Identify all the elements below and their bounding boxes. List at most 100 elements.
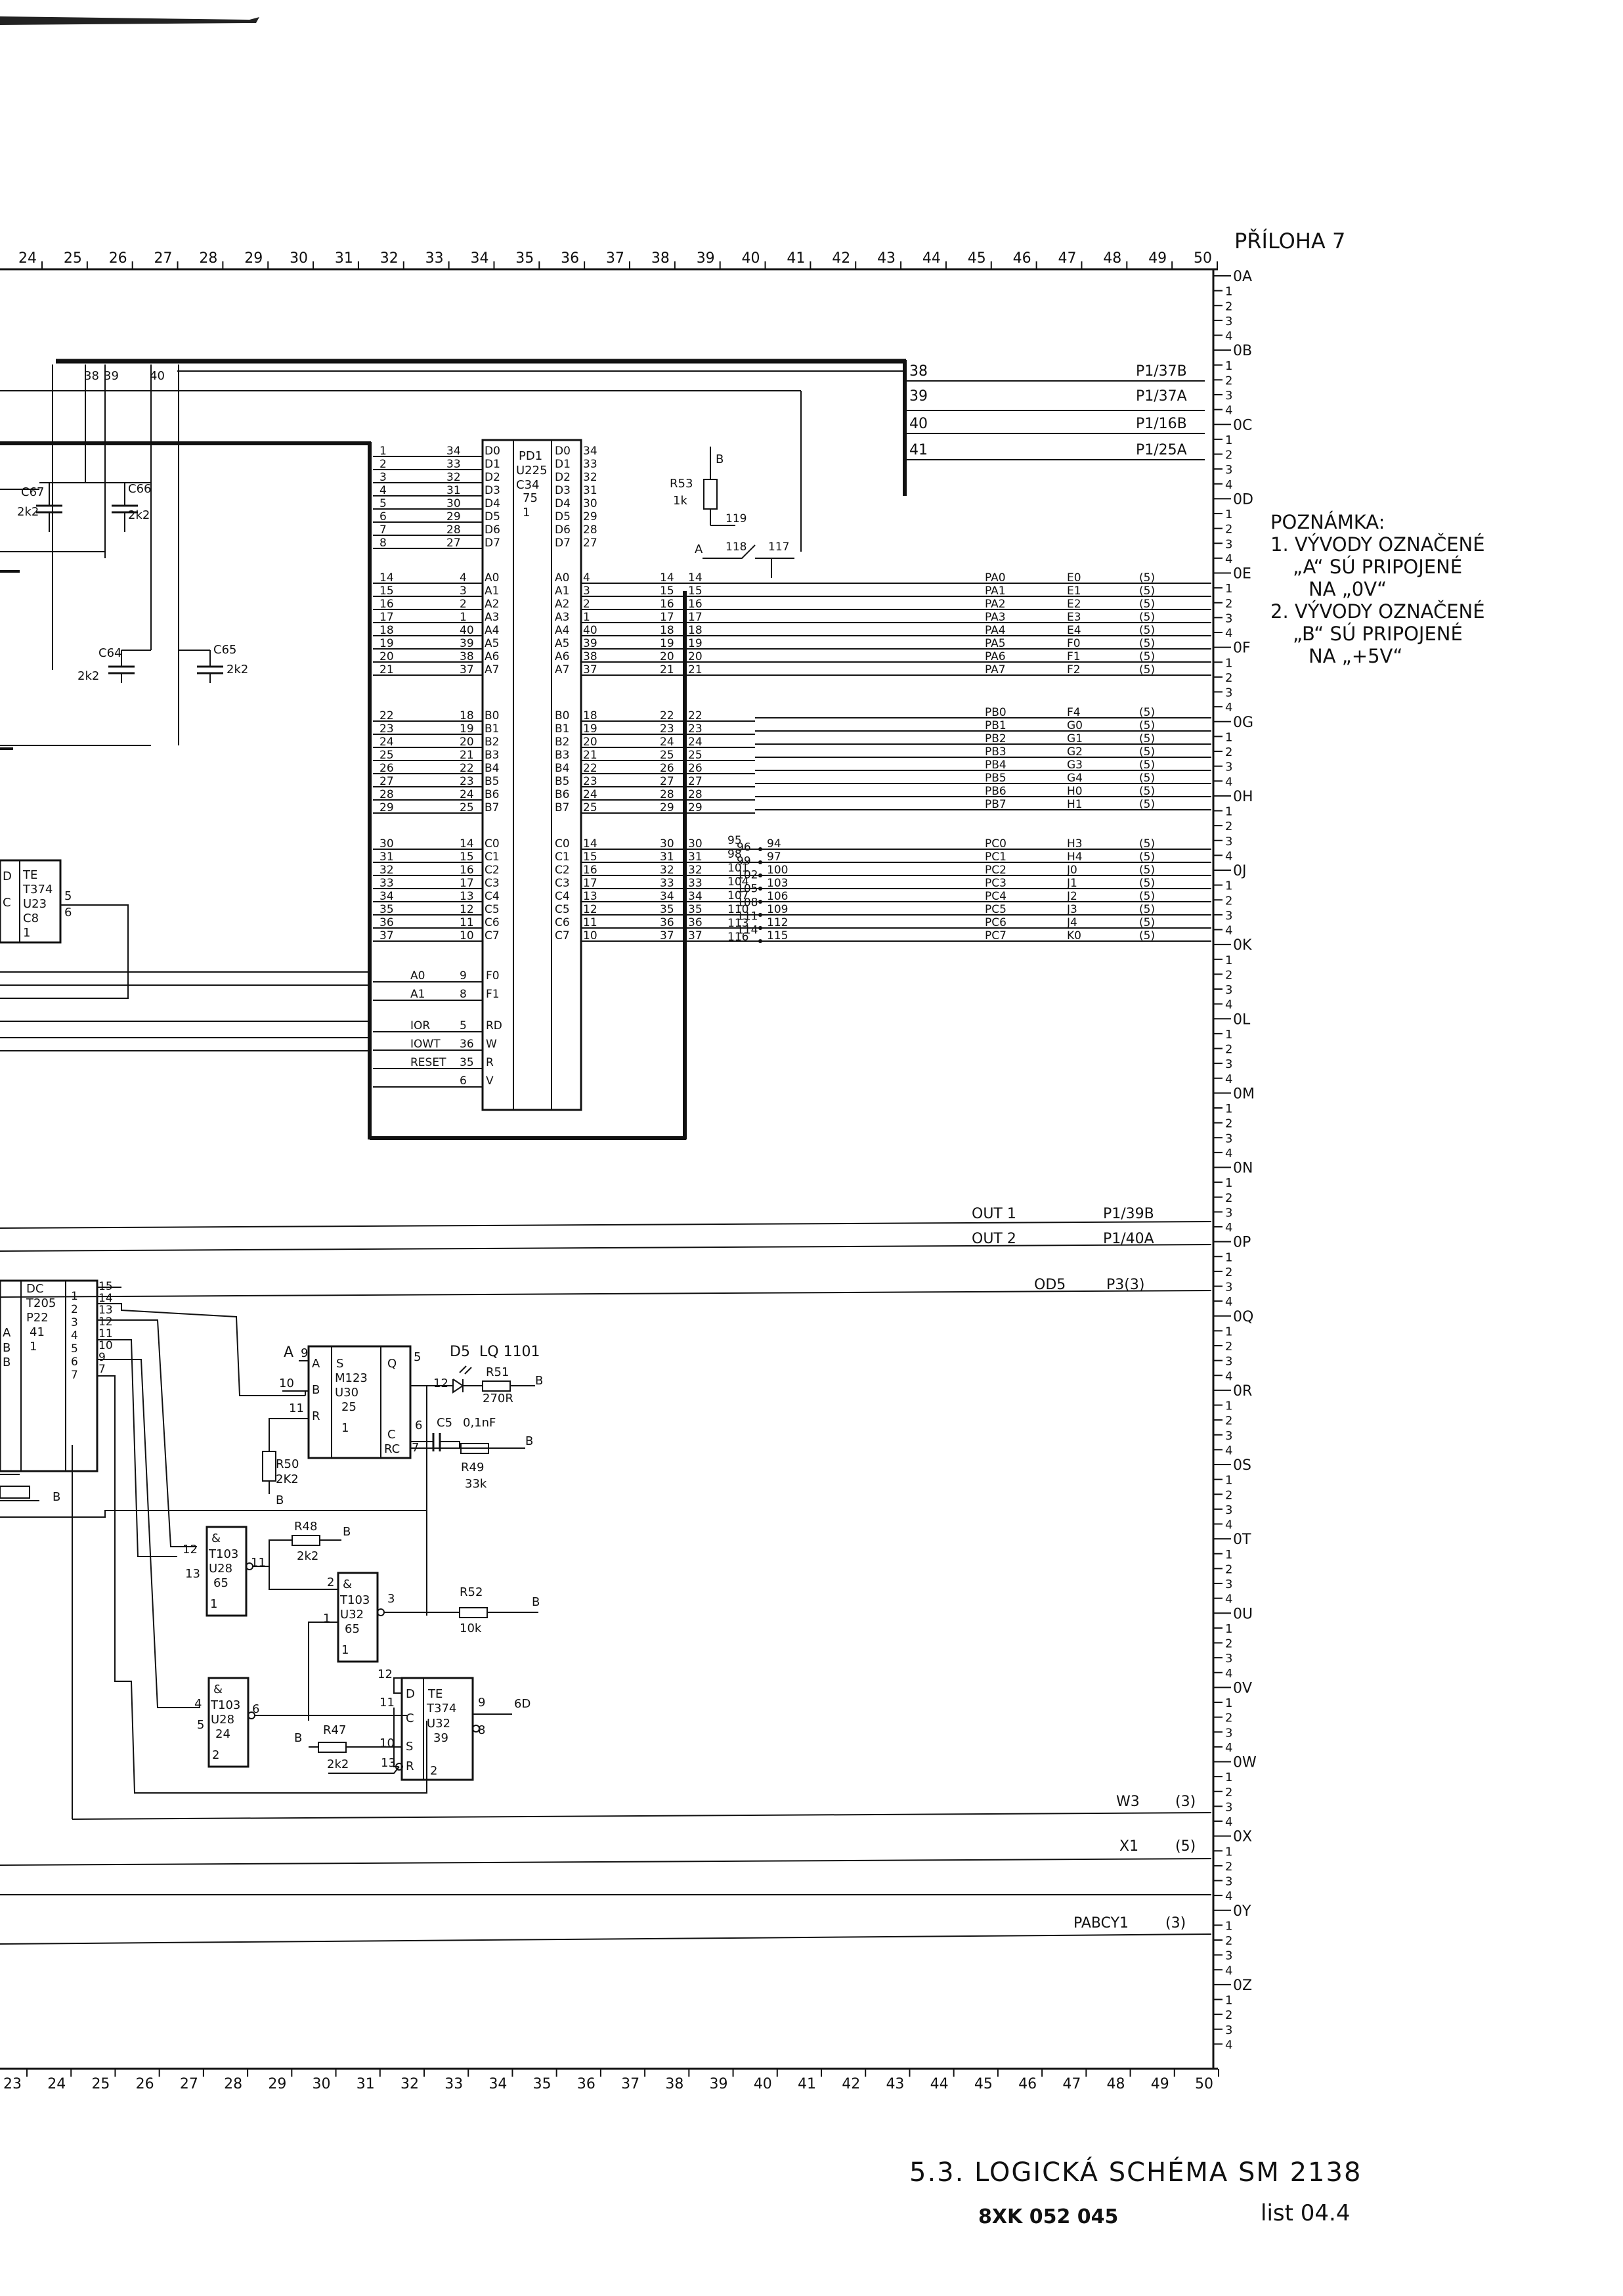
bottom-ruler-number: 36 [577,2076,595,2092]
ppi-ctrl-signal: A0 [410,969,425,982]
left-te-pin2: 6 [64,906,72,919]
cap-value: 2k2 [128,508,150,522]
r48-b: B [343,1525,351,1539]
signal-labels: W3 (3) X1 (5) PABCY1 (3) [1073,1794,1196,1932]
ppi-b-pin: B6 [485,788,499,801]
ppi-c-pin-number: 11 [460,916,474,929]
r47-value: 2k2 [327,1757,349,1771]
port-b-mid: 25 [660,749,674,762]
top-ruler-number: 29 [244,250,263,267]
port-connector: J3 [1066,903,1077,916]
right-ruler-sub: 1 [1225,730,1232,744]
right-ruler-sub: 3 [1225,686,1232,700]
right-ruler-sub: 3 [1225,315,1232,328]
port-b-mid: 22 [660,709,674,722]
ppi-b-pin-number: 25 [460,801,474,814]
dc-out-pin: 7 [98,1363,106,1376]
right-ruler-sub: 2 [1225,894,1232,908]
r53-resistor [703,447,794,578]
port-b-right: 22 [688,709,703,722]
bottom-ruler-number: 38 [665,2076,683,2092]
right-ruler-sub: 3 [1225,463,1232,477]
port-name: PB3 [985,745,1006,759]
port-connector: F0 [1067,637,1081,650]
dc-in-pin: 5 [71,1342,78,1356]
right-ruler-sub: 2 [1225,374,1232,387]
ppi-c-out-pin: C7 [555,929,570,942]
c-jumper2-number: 97 [767,850,781,864]
c-jumper-number: 105 [737,883,758,896]
cap-ref: C66 [128,482,151,496]
ppi-c-out-pin: C3 [555,877,570,890]
r53-j3: 117 [768,541,789,554]
ppi-d-out-pin: D0 [555,445,571,458]
bottom-ruler-number: 45 [974,2076,993,2092]
ppi-a-pin-number: 39 [460,637,474,650]
ppi-d-pin: D3 [485,484,500,497]
ppi-d-pin-number: 27 [446,537,461,550]
right-ruler-sub: 2 [1225,299,1232,313]
nand2-sym: & [343,1578,352,1591]
ppi-a-pin: A0 [485,571,499,585]
top-ruler-number: 25 [64,250,82,267]
ppi-c-out-number: 17 [583,877,597,890]
ppi-c-pin-number: 17 [460,877,474,890]
right-ruler-sub: 1 [1225,1176,1232,1190]
nand1-p1: 12 [183,1543,198,1556]
port-c-mid: 36 [660,916,674,929]
ppi-c-left-number: 35 [379,903,394,916]
ppi-d-pin-number: 29 [446,510,461,523]
ppi-a-pin: A3 [485,611,499,624]
bottom-ruler-number: 48 [1107,2076,1125,2092]
right-ruler-section: 0B [1233,343,1252,359]
port-a-mid: 19 [660,637,674,650]
right-ruler-sub: 2 [1225,1414,1232,1428]
dc-out-pin: 13 [98,1304,113,1317]
top-ruler-number: 35 [515,250,534,267]
port-connector: K0 [1067,929,1081,942]
c-jumper-number: 107 [727,889,748,902]
led-value: LQ 1101 [479,1344,540,1360]
c-jumper2-number: 106 [767,890,788,903]
port-connector: E0 [1067,571,1081,585]
right-ruler-sub: 4 [1225,330,1232,343]
port-name: PC6 [985,916,1006,929]
port-connector: G4 [1067,772,1083,785]
right-ruler-sub: 4 [1225,552,1232,566]
ppi-a-out-number: 2 [583,598,590,611]
port-c-right: 35 [688,903,703,916]
ppi-d-out-number: 28 [583,523,597,537]
nand3-p1: 4 [194,1697,202,1711]
c-jumper2-number: 109 [767,903,788,916]
ppi-b-left-number: 25 [379,749,394,762]
port-b-right: 29 [688,801,703,814]
c-jumper-number: 110 [727,903,748,916]
dc-side-b: B [3,1341,11,1355]
ppi-b-out-number: 23 [583,775,597,788]
port-a-right: 15 [688,585,703,598]
ppi-b-left-number: 26 [379,762,394,775]
right-ruler-sub: 1 [1225,285,1232,299]
ppi-b-left-number: 22 [379,709,394,722]
port-a-right: 20 [688,650,703,663]
right-ruler-sub: 2 [1225,671,1232,685]
port-a-right: 14 [688,571,703,585]
right-ruler-sub: 3 [1225,761,1232,774]
dc-in-pin: 1 [71,1290,78,1303]
ppi-b-pin-number: 20 [460,736,474,749]
right-ruler-sub: 2 [1225,1562,1232,1576]
right-ruler-section: 0L [1233,1011,1251,1028]
port-name: PA1 [985,585,1006,598]
right-ruler-section: 0J [1233,863,1247,879]
right-ruler-sub: 4 [1225,998,1232,1012]
port-name: PB1 [985,719,1006,732]
ppi-b-left-number: 27 [379,775,394,788]
ppi-a-out-pin: A7 [555,663,569,676]
sheet-title: 5.3. LOGICKÁ SCHÉMA SM 2138 [909,2157,1362,2188]
left-te-sub: C8 [23,912,39,925]
port-c-mid: 32 [660,864,674,877]
right-ruler-sub: 3 [1225,2023,1232,2037]
right-ruler-sub: 3 [1225,835,1232,849]
nand1-gate: & T103 U28 65 1 12 13 11 R48 2k2 B [183,1520,351,1617]
